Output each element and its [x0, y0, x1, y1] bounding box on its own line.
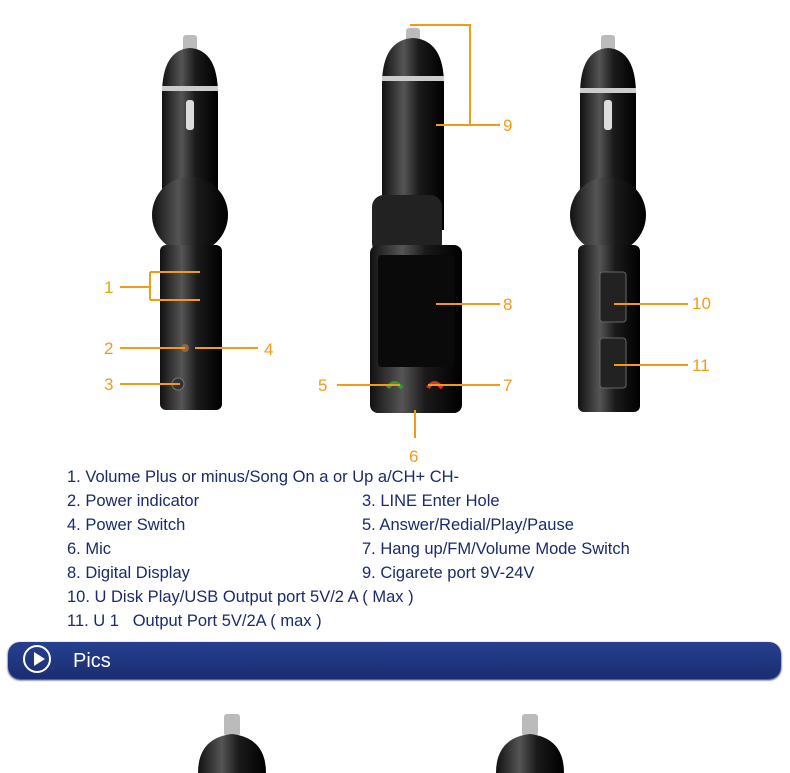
- spec-item-11: 11. U 1 Output Port 5V/2A ( max ): [67, 612, 322, 630]
- callout-1: 1: [104, 278, 113, 297]
- callout-2: 2: [104, 339, 113, 358]
- play-circle-icon: [23, 645, 51, 673]
- section-header-pics: Pics: [8, 642, 781, 679]
- spec-item-3: 3. LINE Enter Hole: [362, 492, 500, 510]
- callout-3: 3: [104, 375, 113, 394]
- device-front: [370, 28, 462, 413]
- callout-6: 6: [409, 447, 418, 466]
- spec-item-2: 2. Power indicator: [67, 492, 200, 510]
- callout-9: 9: [503, 116, 512, 135]
- spec-item-10: 10. U Disk Play/USB Output port 5V/2 A (…: [67, 588, 414, 606]
- spec-item-4: 4. Power Switch: [67, 516, 186, 534]
- callout-7: 7: [503, 376, 512, 395]
- device-side-right: [570, 35, 646, 412]
- spec-item-9: 9. Cigarete port 9V-24V: [362, 564, 535, 582]
- callout-11: 11: [692, 356, 710, 375]
- callout-5: 5: [318, 376, 327, 395]
- spec-item-8: 8. Digital Display: [67, 564, 190, 582]
- callout-4: 4: [264, 340, 273, 359]
- pics-preview: [198, 714, 564, 773]
- spec-item-1: 1. Volume Plus or minus/Song On a or Up …: [67, 468, 460, 486]
- device-side-left: [152, 35, 228, 410]
- spec-item-5: 5. Answer/Redial/Play/Pause: [362, 516, 574, 534]
- callout-labels: 1 2 3 4 5 6 7 8 9 10 11: [104, 116, 711, 466]
- callout-lines: [120, 24, 688, 438]
- spec-item-6: 6. Mic: [67, 540, 112, 558]
- spec-list: 1. Volume Plus or minus/Song On a or Up …: [67, 465, 630, 633]
- callout-8: 8: [503, 295, 512, 314]
- callout-10: 10: [692, 294, 711, 313]
- section-title: Pics: [73, 650, 111, 672]
- spec-item-7: 7. Hang up/FM/Volume Mode Switch: [362, 540, 630, 558]
